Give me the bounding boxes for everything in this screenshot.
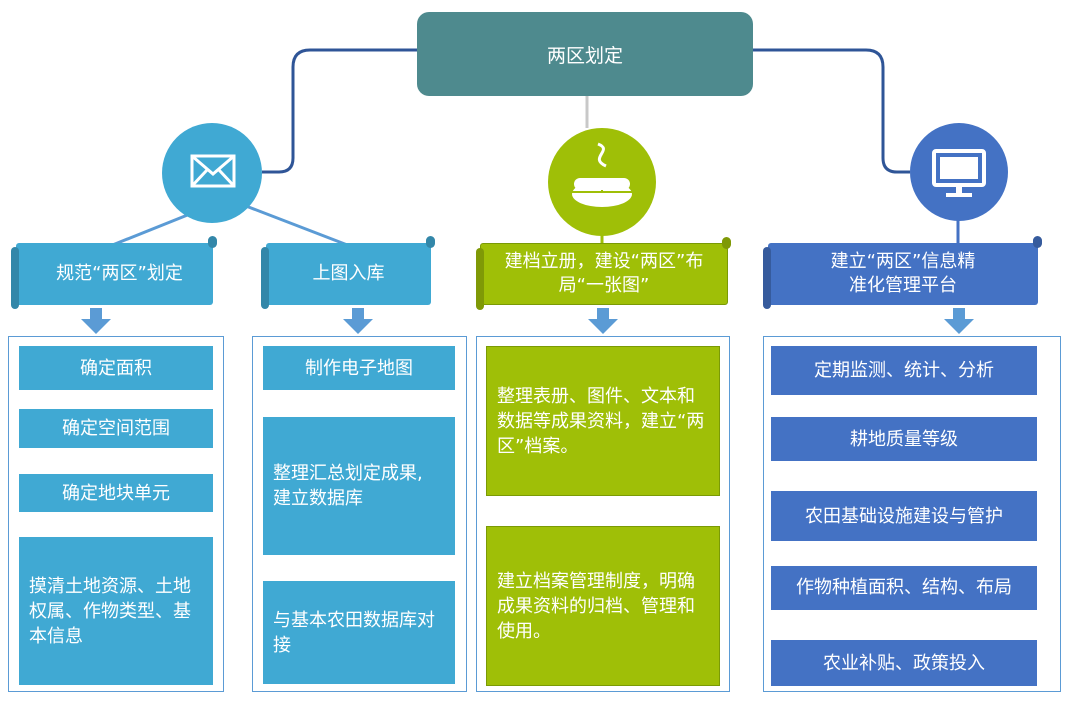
- list-item: 确定地块单元: [19, 474, 213, 512]
- root-label: 两区划定: [546, 44, 623, 67]
- list-item-label: 确定地块单元: [62, 482, 170, 504]
- list-item-label: 耕地质量等级: [850, 428, 958, 450]
- branch-header-3-label: 建档立册，建设“两区”布局“一张图”: [504, 251, 704, 296]
- list-item-label: 确定面积: [80, 357, 152, 379]
- list-item: 定期监测、统计、分析: [771, 346, 1037, 395]
- list-item: 农业补贴、政策投入: [771, 640, 1037, 686]
- list-item: 整理汇总划定成果, 建立数据库: [263, 417, 455, 555]
- list-item: 与基本农田数据库对接: [263, 581, 455, 684]
- branch-header-2: 上图入库: [266, 243, 431, 305]
- list-item-label: 定期监测、统计、分析: [814, 360, 994, 381]
- mouse-icon: [548, 128, 656, 236]
- list-item-label: 摸清土地资源、土地权属、作物类型、基本信息: [29, 575, 191, 647]
- branch-header-1: 规范“两区”划定: [16, 243, 213, 305]
- envelope-icon: [162, 123, 262, 223]
- list-item-label: 作物种植面积、结构、布局: [796, 577, 1012, 598]
- list-item-label: 与基本农田数据库对接: [273, 609, 435, 656]
- list-item: 制作电子地图: [263, 346, 455, 390]
- list-item-label: 建立档案管理制度，明确成果资料的归档、管理和使用。: [497, 570, 695, 642]
- list-item-label: 整理汇总划定成果, 建立数据库: [273, 463, 423, 509]
- list-item-label: 制作电子地图: [305, 357, 413, 379]
- down-arrow-1: [81, 308, 111, 334]
- list-item: 摸清土地资源、土地权属、作物类型、基本信息: [19, 537, 213, 685]
- list-item: 耕地质量等级: [771, 417, 1037, 461]
- list-item-label: 确定空间范围: [62, 418, 170, 439]
- list-item: 确定空间范围: [19, 409, 213, 448]
- branch-header-1-label: 规范“两区”划定: [56, 263, 183, 284]
- list-item: 整理表册、图件、文本和数据等成果资料，建立“两区”档案。: [486, 346, 720, 496]
- branch-header-3: 建档立册，建设“两区”布局“一张图”: [480, 243, 728, 305]
- branch-header-4-label: 建立“两区”信息精准化管理平台: [830, 251, 976, 296]
- down-arrow-2: [343, 308, 373, 334]
- monitor-icon: [910, 123, 1008, 221]
- list-item-label: 整理表册、图件、文本和数据等成果资料，建立“两区”档案。: [497, 385, 705, 457]
- root-node: 两区划定: [417, 12, 753, 96]
- list-item-label: 农田基础设施建设与管护: [805, 505, 1003, 527]
- down-arrow-3: [588, 308, 618, 334]
- list-item: 建立档案管理制度，明确成果资料的归档、管理和使用。: [486, 526, 720, 686]
- list-item: 作物种植面积、结构、布局: [771, 566, 1037, 610]
- branch-header-4: 建立“两区”信息精准化管理平台: [768, 243, 1038, 305]
- down-arrow-4: [944, 308, 974, 334]
- list-item: 确定面积: [19, 346, 213, 390]
- branch-header-2-label: 上图入库: [312, 263, 385, 284]
- list-item: 农田基础设施建设与管护: [771, 491, 1037, 541]
- list-item-label: 农业补贴、政策投入: [823, 652, 985, 674]
